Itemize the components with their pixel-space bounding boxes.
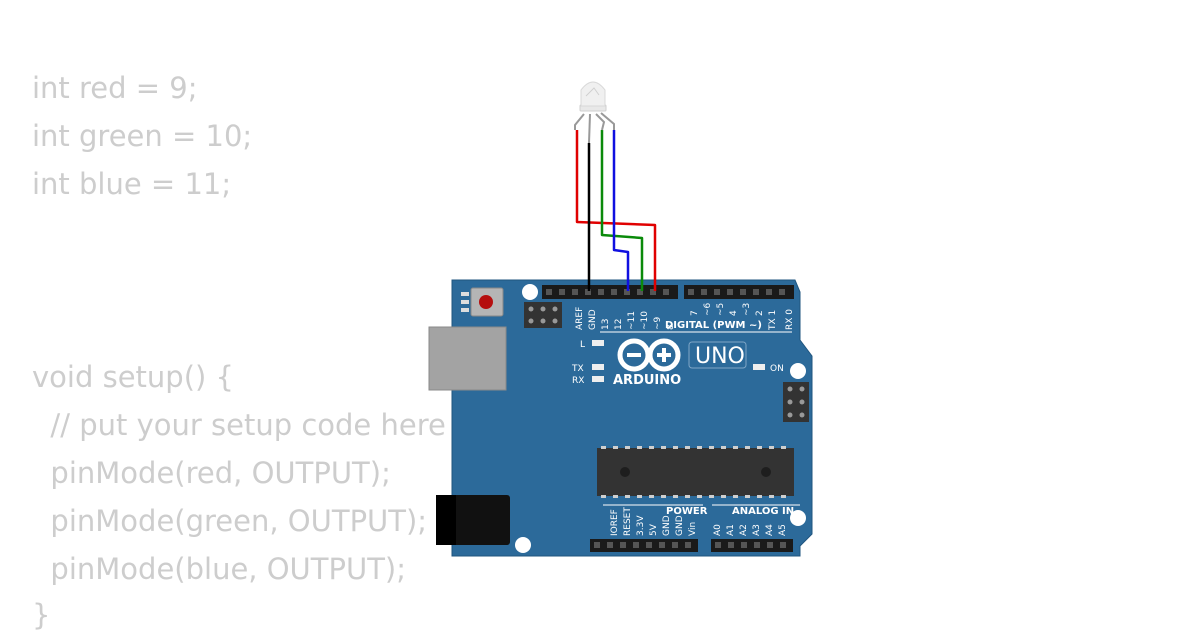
- pin-label: ~10: [640, 311, 650, 330]
- pin-label: A0: [713, 524, 723, 536]
- pin-label: 8: [666, 324, 676, 330]
- code-line: pinMode(red, OUTPUT);: [32, 456, 391, 490]
- analog-label: ANALOG IN: [732, 506, 794, 517]
- red-wire[interactable]: [575, 130, 657, 291]
- on-label: ON: [770, 364, 784, 374]
- pin-label: 4: [729, 310, 739, 316]
- icsp-header-2: [783, 382, 809, 422]
- digital-header[interactable]: [542, 285, 794, 299]
- code-line: pinMode(blue, OUTPUT);: [32, 552, 407, 586]
- pin-label: AREF: [575, 307, 585, 330]
- pin-label: 5V: [649, 523, 659, 536]
- pin-label: 2: [755, 310, 765, 316]
- pin-label: GND: [675, 515, 685, 536]
- pin-label: IOREF: [610, 509, 620, 536]
- code-line: // put your setup code here: [32, 408, 446, 442]
- l-led: [592, 340, 604, 346]
- green-wire[interactable]: [600, 130, 644, 291]
- tx-led-label: TX: [571, 364, 584, 374]
- pin-label: A5: [778, 524, 788, 536]
- pin-label: A2: [739, 524, 749, 536]
- pin-label: ~9: [653, 316, 663, 330]
- wires: [575, 130, 657, 291]
- pin-label: 12: [614, 319, 624, 330]
- pin-label: RX 0: [785, 309, 795, 330]
- digital-label: DIGITAL (PWM ~): [665, 320, 762, 331]
- pin-label: 7: [690, 310, 700, 316]
- pin-label: A3: [752, 524, 762, 536]
- on-led: [753, 364, 765, 370]
- code-line: }: [32, 598, 51, 630]
- code-line: pinMode(green, OUTPUT);: [32, 504, 428, 538]
- rx-led-label: RX: [572, 376, 584, 386]
- pin-label: GND: [588, 309, 598, 330]
- pin-label: Vin: [688, 522, 698, 536]
- pin-label: ~3: [742, 303, 752, 316]
- pin-label: ~5: [716, 303, 726, 316]
- pin-label: A1: [726, 524, 736, 536]
- icsp-header: [524, 302, 562, 328]
- code-line: int green = 10;: [32, 119, 253, 153]
- pin-label: RESET: [623, 507, 633, 536]
- power-header[interactable]: [590, 539, 698, 552]
- tx-led: [592, 364, 604, 370]
- arduino-uno-board[interactable]: AREF GND 13 12 ~11 ~10 ~9 8 7 ~6 ~5 4 ~3…: [428, 279, 813, 557]
- usb-connector: [428, 326, 507, 391]
- pin-label: A4: [765, 524, 775, 536]
- pin-label: ~11: [627, 311, 637, 330]
- pin-label: 3.3V: [636, 515, 646, 536]
- model-name: UNO: [695, 344, 745, 369]
- pin-label: 13: [601, 319, 611, 330]
- code-line: int red = 9;: [32, 71, 198, 105]
- pin-label: ~6: [703, 302, 713, 316]
- pin-label: TX 1: [768, 310, 778, 331]
- rgb-led-icon[interactable]: [574, 81, 615, 144]
- arduino-logo-icon: [617, 338, 681, 372]
- analog-header[interactable]: [711, 539, 793, 552]
- power-label: POWER: [666, 506, 708, 517]
- pin-label: GND: [662, 515, 672, 536]
- code-line: int blue = 11;: [32, 167, 232, 201]
- rx-led: [592, 376, 604, 382]
- blue-wire[interactable]: [612, 130, 630, 291]
- code-line: void setup() {: [32, 360, 234, 394]
- microcontroller-chip: [597, 446, 794, 498]
- l-led-label: L: [580, 340, 585, 350]
- brand-name: ARDUINO: [613, 373, 681, 388]
